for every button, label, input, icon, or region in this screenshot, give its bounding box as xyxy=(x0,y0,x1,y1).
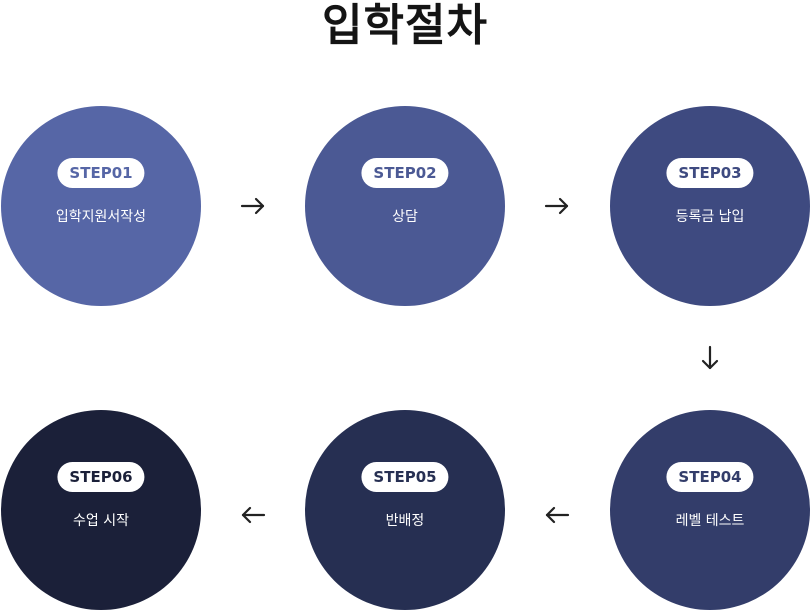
step-3-circle: STEP03 등록금 납입 xyxy=(610,106,810,306)
step-5-badge: STEP05 xyxy=(361,462,449,492)
step-3-label: 등록금 납입 xyxy=(675,209,745,225)
step-1-circle: STEP01 입학지원서작성 xyxy=(1,106,201,306)
step-2-badge: STEP02 xyxy=(361,158,449,188)
step-2-circle: STEP02 상담 xyxy=(305,106,505,306)
step-5-circle: STEP05 반배정 xyxy=(305,410,505,610)
step-4-label: 레벨 테스트 xyxy=(675,513,745,529)
step-6-badge: STEP06 xyxy=(57,462,145,492)
step-6-circle: STEP06 수업 시작 xyxy=(1,410,201,610)
step-2-label: 상담 xyxy=(392,209,418,225)
step-3-badge: STEP03 xyxy=(666,158,754,188)
page-title: 입학절차 xyxy=(322,0,488,51)
arrow-right-icon xyxy=(240,197,265,215)
arrow-down-icon xyxy=(701,345,719,370)
step-1-label: 입학지원서작성 xyxy=(55,209,147,225)
step-4-badge: STEP04 xyxy=(666,462,754,492)
step-1-badge: STEP01 xyxy=(57,158,145,188)
arrow-left-icon xyxy=(545,506,570,524)
arrow-right-icon xyxy=(544,197,569,215)
arrow-left-icon xyxy=(241,506,266,524)
step-5-label: 반배정 xyxy=(385,513,425,529)
step-6-label: 수업 시작 xyxy=(73,513,129,529)
step-4-circle: STEP04 레벨 테스트 xyxy=(610,410,810,610)
